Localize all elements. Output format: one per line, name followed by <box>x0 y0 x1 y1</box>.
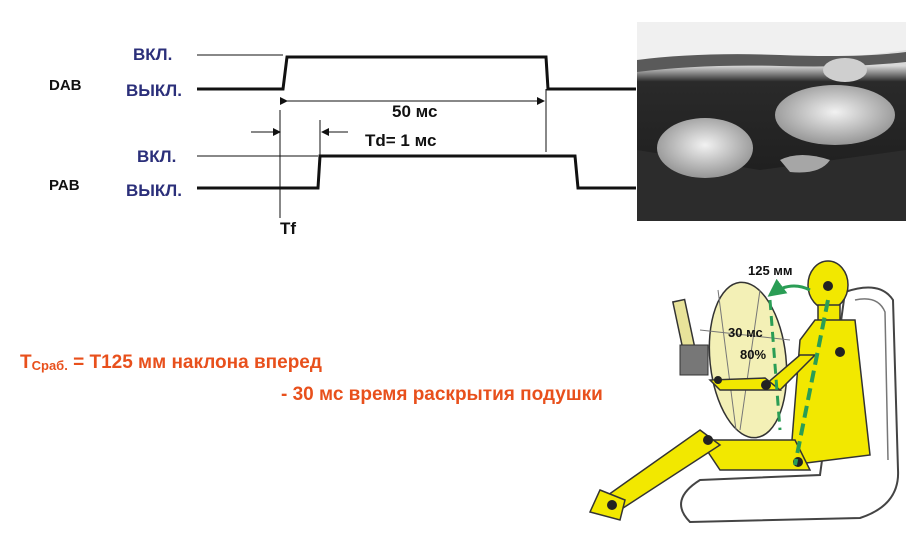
pab-on-label: ВКЛ. <box>137 147 176 166</box>
formula-line-1: TСраб. = T125 мм наклона вперед <box>20 352 322 373</box>
deploy-time-label: 30 мс <box>728 325 763 340</box>
timing-chart: DAB ВКЛ. ВЫКЛ. 50 мс Td= 1 мс PAB ВКЛ. В… <box>49 45 636 238</box>
dummy-joints <box>607 281 845 510</box>
pab-label: PAB <box>49 177 80 194</box>
dab-on-label: ВКЛ. <box>133 45 172 64</box>
duration-label: 50 мс <box>392 102 437 121</box>
crash-test-photo <box>637 22 906 221</box>
pab-off-label: ВЫКЛ. <box>126 181 182 200</box>
forward-motion-arrow <box>767 278 811 297</box>
formula-line-2: - 30 мс время раскрытия подушки <box>281 384 603 405</box>
dab-signal-trace <box>197 55 636 91</box>
passenger-airbag-photo <box>657 118 753 178</box>
airbag-shape <box>708 281 788 439</box>
torso-axis-line <box>793 299 830 466</box>
formula-subscript: Сраб. <box>32 358 68 373</box>
delay-label: Td= 1 мс <box>365 131 436 150</box>
pab-signal-trace <box>197 154 636 190</box>
trigger-time-formula: TСраб. = T125 мм наклона вперед - 30 мс … <box>20 352 603 405</box>
driver-airbag-photo <box>775 85 895 145</box>
forward-motion-label: 125 мм <box>748 263 793 278</box>
dummy-body <box>588 260 871 521</box>
dab-label: DAB <box>49 77 82 94</box>
formula-prefix: T <box>20 352 32 373</box>
occupant-dummy-illustration: 125 мм 30 мс 80% <box>588 260 900 524</box>
dab-off-label: ВЫКЛ. <box>126 81 182 100</box>
steering-column <box>679 344 709 376</box>
tf-label: Tf <box>280 219 296 238</box>
seat-outline <box>680 286 900 524</box>
deployment-axis-line <box>768 299 782 431</box>
deploy-percent-label: 80% <box>740 347 766 362</box>
formula-line-1-rest: = T125 мм наклона вперед <box>68 352 322 373</box>
